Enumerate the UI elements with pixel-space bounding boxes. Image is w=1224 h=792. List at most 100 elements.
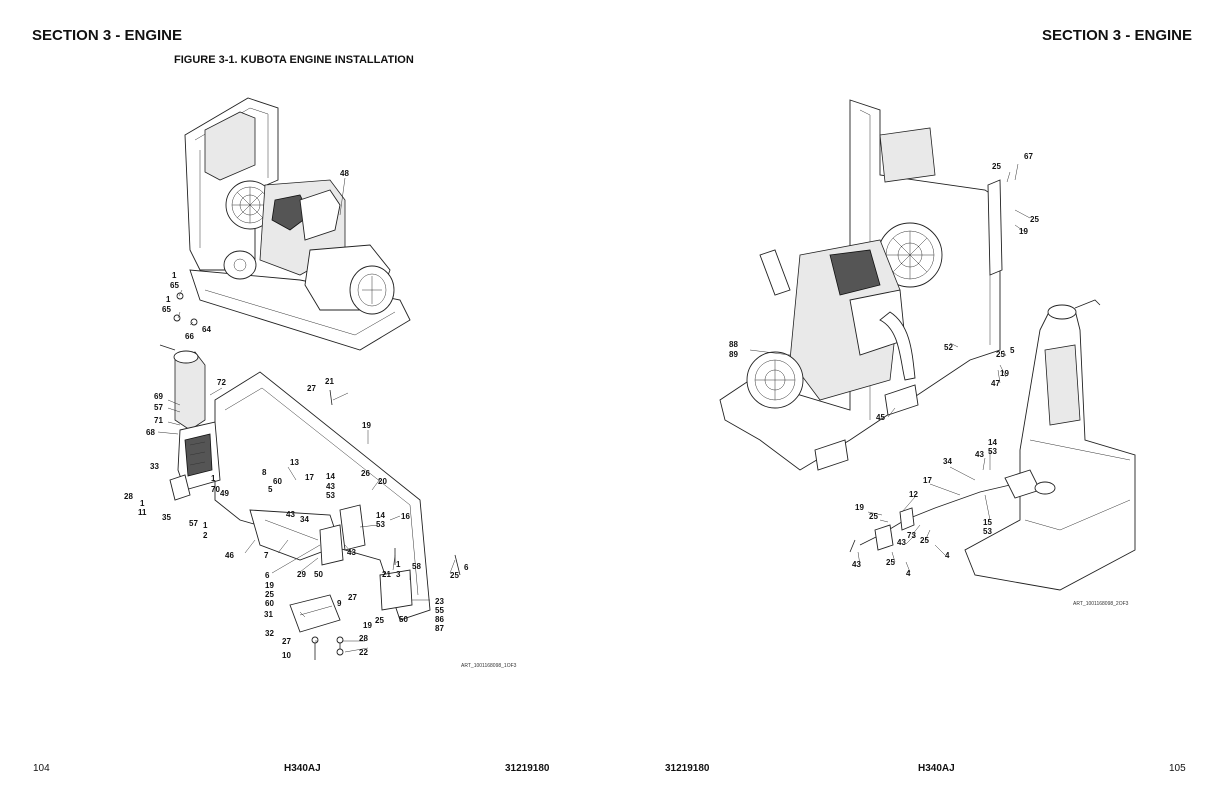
callout-number: 20 bbox=[378, 477, 387, 486]
callout-number: 23 bbox=[435, 597, 444, 606]
callout-number: 17 bbox=[923, 476, 932, 485]
callout-number: 1 bbox=[140, 499, 145, 508]
callout-number: 19 bbox=[855, 503, 864, 512]
callout-number: 53 bbox=[983, 527, 992, 536]
callout-number: 1 bbox=[396, 560, 401, 569]
callout-number: 3 bbox=[396, 570, 401, 579]
model-left: H340AJ bbox=[284, 763, 321, 774]
callout-number: 65 bbox=[170, 281, 179, 290]
page-number-right: 105 bbox=[1169, 763, 1186, 774]
callout-number: 1 bbox=[166, 295, 171, 304]
callout-number: 17 bbox=[305, 473, 314, 482]
figure-title: FIGURE 3-1. KUBOTA ENGINE INSTALLATION bbox=[174, 54, 414, 66]
callout-number: 29 bbox=[297, 570, 306, 579]
callout-number: 19 bbox=[265, 581, 274, 590]
callout-number: 43 bbox=[347, 548, 356, 557]
callout-number: 4 bbox=[906, 569, 911, 578]
callout-number: 72 bbox=[217, 378, 226, 387]
doc-number-right: 31219180 bbox=[665, 763, 710, 774]
callout-number: 1 bbox=[172, 271, 177, 280]
callout-number: 15 bbox=[983, 518, 992, 527]
callout-number: 19 bbox=[1000, 369, 1009, 378]
right-fuel-tank bbox=[849, 299, 1136, 591]
doc-number-left: 31219180 bbox=[505, 763, 550, 774]
callout-number: 25 bbox=[869, 512, 878, 521]
callout-number: 45 bbox=[876, 413, 885, 422]
callout-number: 43 bbox=[975, 450, 984, 459]
callout-number: 14 bbox=[326, 472, 335, 481]
callout-number: 87 bbox=[435, 624, 444, 633]
callout-number: 28 bbox=[359, 634, 368, 643]
callout-number: 43 bbox=[286, 510, 295, 519]
callout-number: 28 bbox=[124, 492, 133, 501]
right-engine-assembly bbox=[719, 99, 1003, 471]
callout-number: 14 bbox=[988, 438, 997, 447]
callout-number: 6 bbox=[464, 563, 469, 572]
callout-number: 21 bbox=[325, 377, 334, 386]
callout-number: 53 bbox=[326, 491, 335, 500]
section-header-right: SECTION 3 - ENGINE bbox=[1041, 27, 1192, 44]
callout-number: 25 bbox=[450, 571, 459, 580]
callout-number: 26 bbox=[361, 469, 370, 478]
callout-number: 50 bbox=[399, 615, 408, 624]
callout-number: 27 bbox=[307, 384, 316, 393]
callout-number: 53 bbox=[988, 447, 997, 456]
callout-number: 9 bbox=[337, 599, 342, 608]
callout-number: 25 bbox=[1030, 215, 1039, 224]
left-tray-assembly bbox=[159, 344, 461, 660]
callout-number: 5 bbox=[1010, 346, 1015, 355]
callout-number: 88 bbox=[729, 340, 738, 349]
section-header-left: SECTION 3 - ENGINE bbox=[32, 27, 183, 44]
callout-number: 25 bbox=[375, 616, 384, 625]
callout-number: 19 bbox=[363, 621, 372, 630]
callout-number: 57 bbox=[154, 403, 163, 412]
callout-number: 73 bbox=[907, 531, 916, 540]
callout-number: 32 bbox=[265, 629, 274, 638]
art-id-left: ART_1001168098_1OF3 bbox=[461, 663, 517, 669]
callout-number: 48 bbox=[340, 169, 349, 178]
callout-number: 69 bbox=[154, 392, 163, 401]
callout-number: 25 bbox=[265, 590, 274, 599]
callout-number: 34 bbox=[943, 457, 952, 466]
callout-number: 46 bbox=[225, 551, 234, 560]
callout-number: 65 bbox=[162, 305, 171, 314]
callout-number: 52 bbox=[944, 343, 953, 352]
callout-number: 49 bbox=[220, 489, 229, 498]
callout-number: 4 bbox=[945, 551, 950, 560]
callout-number: 35 bbox=[162, 513, 171, 522]
callout-number: 1 bbox=[211, 474, 216, 483]
callout-number: 57 bbox=[189, 519, 198, 528]
callout-number: 12 bbox=[909, 490, 918, 499]
callout-number: 22 bbox=[359, 648, 368, 657]
callout-number: 27 bbox=[282, 637, 291, 646]
callout-number: 1 bbox=[203, 521, 208, 530]
callout-number: 5 bbox=[268, 485, 273, 494]
callout-number: 21 bbox=[382, 570, 391, 579]
left-engine-assembly bbox=[173, 97, 411, 351]
callout-number: 31 bbox=[264, 610, 273, 619]
callout-number: 19 bbox=[362, 421, 371, 430]
callout-number: 25 bbox=[996, 350, 1005, 359]
callout-number: 68 bbox=[146, 428, 155, 437]
callout-number: 64 bbox=[202, 325, 211, 334]
callout-number: 19 bbox=[1019, 227, 1028, 236]
callout-number: 25 bbox=[886, 558, 895, 567]
callout-number: 67 bbox=[1024, 152, 1033, 161]
callout-number: 25 bbox=[992, 162, 1001, 171]
callout-number: 43 bbox=[897, 538, 906, 547]
callout-number: 14 bbox=[376, 511, 385, 520]
callout-number: 34 bbox=[300, 515, 309, 524]
art-id-right: ART_1001168098_2OF3 bbox=[1073, 601, 1129, 607]
callout-number: 6 bbox=[265, 571, 270, 580]
callout-number: 11 bbox=[138, 508, 147, 517]
callout-number: 86 bbox=[435, 615, 444, 624]
callout-number: 50 bbox=[314, 570, 323, 579]
callout-number: 8 bbox=[262, 468, 267, 477]
callout-number: 43 bbox=[326, 482, 335, 491]
callout-number: 7 bbox=[264, 551, 269, 560]
callout-number: 33 bbox=[150, 462, 159, 471]
callout-number: 25 bbox=[920, 536, 929, 545]
